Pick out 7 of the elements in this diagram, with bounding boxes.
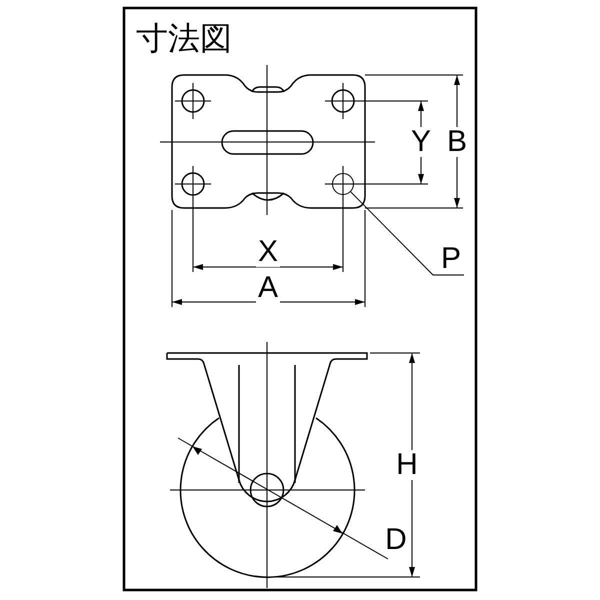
title: 寸法図 [136, 20, 232, 56]
callout-label: P [438, 244, 464, 274]
mounting-hole [332, 173, 354, 195]
dimension-label: X [256, 237, 280, 267]
dimension-label: A [256, 273, 280, 303]
dimension-label: Y [409, 127, 433, 157]
leader-line [350, 191, 464, 276]
